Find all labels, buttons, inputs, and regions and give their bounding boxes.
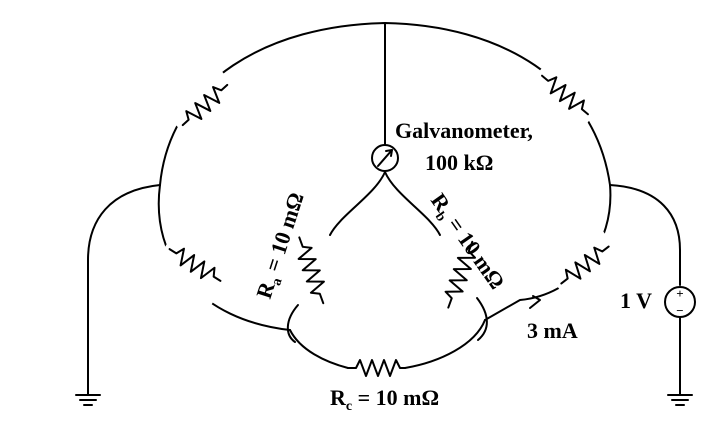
resistor-rc xyxy=(347,359,406,377)
lower-right-resistor xyxy=(542,223,628,307)
voltage-source-icon: + − xyxy=(664,286,696,318)
rc-right-wire xyxy=(404,319,486,369)
galvanometer-label-line2: 100 kΩ xyxy=(425,150,493,175)
voltage-label: 1 V xyxy=(620,288,652,313)
current-arrow-icon xyxy=(529,295,541,309)
current-label: 3 mA xyxy=(527,318,578,343)
galvanometer-icon xyxy=(371,144,399,172)
left-ground-wire xyxy=(87,184,161,396)
ground-right-icon xyxy=(667,394,693,406)
rc-label: Rc = 10 mΩ xyxy=(330,385,439,414)
ra-branch-wire xyxy=(329,171,386,236)
source-minus-sign: − xyxy=(676,303,683,318)
resistor-ra xyxy=(297,236,325,305)
resistor-rb xyxy=(444,240,476,309)
rc-left-wire xyxy=(289,329,349,369)
lower-left-resistor xyxy=(152,225,238,305)
ra-lower-wire xyxy=(286,304,299,343)
source-plus-sign: + xyxy=(676,286,683,301)
upper-right-resistor xyxy=(522,53,608,137)
upper-left-resistor xyxy=(162,63,248,147)
galvanometer-label-line1: Galvanometer, xyxy=(395,118,533,143)
right-source-wire xyxy=(609,184,681,286)
rb-branch-wire xyxy=(384,171,441,236)
rb-lower-wire xyxy=(476,297,488,341)
ground-left-icon xyxy=(75,394,101,406)
